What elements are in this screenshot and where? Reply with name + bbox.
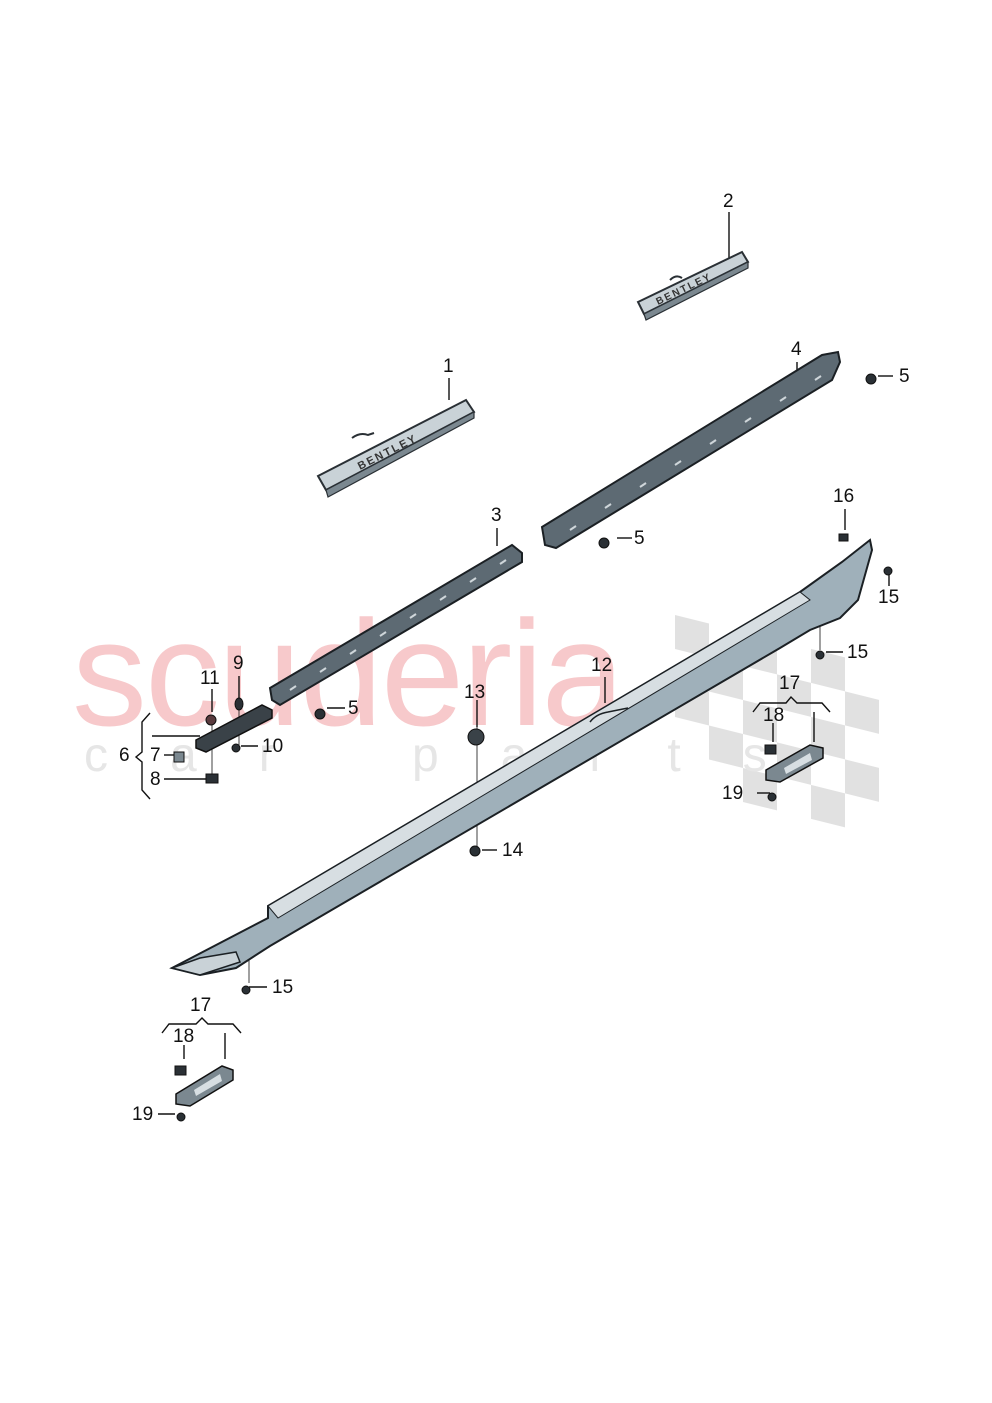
part-10-screw [231,743,241,753]
part-14-screw [469,845,481,857]
part-7-clip [173,751,185,763]
part-18-grommet-b [174,1065,187,1076]
part-19-screw-a [767,792,777,802]
part-12-side-skirt [169,538,874,977]
callout-2: 2 [723,191,734,212]
part-8-retainer [205,773,219,784]
callout-18a: 18 [763,705,785,726]
part-6-bracket [195,704,273,753]
part-17-entry-light-a [765,744,824,783]
callout-5a: 5 [899,366,910,387]
callout-5c: 5 [348,698,359,719]
part-3-sill-carrier [268,543,523,707]
part-19-screw-b [176,1112,186,1122]
callout-15b: 15 [847,642,869,663]
callout-8: 8 [150,769,161,790]
part-15-screw-b [815,650,825,660]
callout-17a: 17 [779,673,801,694]
part-18-grommet-a [764,744,777,755]
part-5-screw-c [314,708,326,720]
callout-13: 13 [464,682,486,703]
callout-14: 14 [502,840,524,861]
callout-12: 12 [591,655,613,676]
part-4-sill-carrier [540,350,842,550]
part-15-screw-a [883,566,893,576]
part-11-nut [205,714,217,726]
callout-3: 3 [491,505,502,526]
callout-15c: 15 [272,977,294,998]
callout-9: 9 [233,653,244,674]
part-13-spreader-nut [467,728,485,746]
part-17-entry-light-b [175,1065,234,1107]
callout-19b: 19 [132,1104,154,1125]
callout-4: 4 [791,339,802,360]
part-5-screw-b [598,537,610,549]
callout-15a: 15 [878,587,900,608]
part-9-rivet [234,697,244,711]
callout-7: 7 [150,745,161,766]
callout-18b: 18 [173,1026,195,1047]
part-1-sill-trim: BENTLEY [316,398,476,498]
part-15-screw-c [241,985,251,995]
callout-19a: 19 [722,783,744,804]
part-2-sill-trim: BENTLEY [636,250,750,321]
callout-16: 16 [833,486,855,507]
callout-1: 1 [443,356,454,377]
callout-11: 11 [200,668,220,689]
callout-17b: 17 [190,995,212,1016]
part-5-screw-a [865,373,877,385]
callout-10: 10 [262,736,284,757]
part-16-clip [838,533,849,542]
callout-5b: 5 [634,528,645,549]
watermark-main-text: scuderia [72,589,625,757]
callout-6: 6 [119,745,130,766]
